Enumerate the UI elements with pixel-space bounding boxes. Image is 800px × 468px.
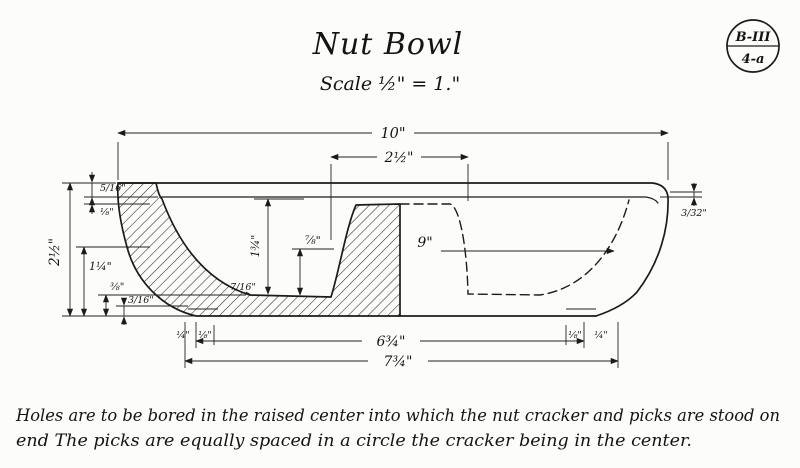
dim-base-thickness-label: ⅜" [110,282,124,293]
dim-floor-fillet: 7/16" [230,282,256,297]
dim-foot-right: ⅛" ¼" [565,325,608,345]
dim-inner-width: 9" [417,235,615,255]
dim-hub-height-label: ⅞" [305,234,321,247]
dim-rim-lip-label: 5/16" [100,183,126,194]
dim-foot-height: 3/16" [116,295,188,325]
title-block: Nut Bowl Scale ½" = 1." [312,27,464,95]
dim-foot-left: ¼" ⅛" [176,325,215,345]
dim-foot-right-outer-label: ¼" [594,330,608,341]
note-line-2: end The picks are equally spaced in a ci… [16,431,692,451]
dim-hub-height: ⅞" [292,234,334,296]
dim-base-outer-label: 7¾" [384,354,413,370]
dim-rim-edge: 3/32" [660,183,707,219]
dim-foot-left-inner-label: ⅛" [198,330,212,341]
stamp-bottom-text: 4-a [742,52,765,67]
stamp-top-text: B-III [735,30,772,45]
dim-overall-width-label: 10" [380,126,405,142]
dim-foot-left-outer-label: ¼" [176,330,190,341]
dim-floor-fillet-label: 7/16" [230,282,256,293]
scale-label: Scale ½" = 1." [320,73,460,95]
stamp: B-III 4-a [726,19,780,73]
rim-and-right-wall [117,182,669,317]
bowl-section [116,182,669,317]
dim-foot-right-inner-label: ⅛" [568,330,582,341]
dim-hub-width-label: 2½" [384,150,414,166]
note-block: Holes are to be bored in the raised cent… [15,406,780,451]
dim-bowl-depth: 1¾" [249,198,304,295]
hidden-lines [399,199,630,296]
dim-bowl-depth-label: 1¾" [249,235,262,258]
dim-rim-edge-label: 3/32" [681,208,707,219]
dim-lower-wall-label: 1¼" [89,260,112,273]
rim-underside-line [161,196,659,204]
hidden-interior-profile [399,199,630,296]
dim-hub-width: 2½" [330,150,469,240]
dim-foot-height-label: 3/16" [128,295,154,306]
dim-base-outer: 7¾" [184,322,619,370]
dim-rim-step: ⅛" [84,197,150,218]
dim-base-inner: 6¾" [195,322,585,350]
dim-rim-step-label: ⅛" [100,207,114,218]
dim-lower-wall: 1¼" [76,246,150,317]
page-title: Nut Bowl [312,27,464,62]
dim-overall-height-label: 2½" [47,238,63,267]
dim-inner-width-label: 9" [417,235,432,251]
dim-base-thickness: ⅜" [98,282,246,317]
dim-overall-width: 10" [117,126,669,180]
dim-base-inner-label: 6¾" [377,334,406,350]
note-line-1: Holes are to be bored in the raised cent… [15,406,780,426]
